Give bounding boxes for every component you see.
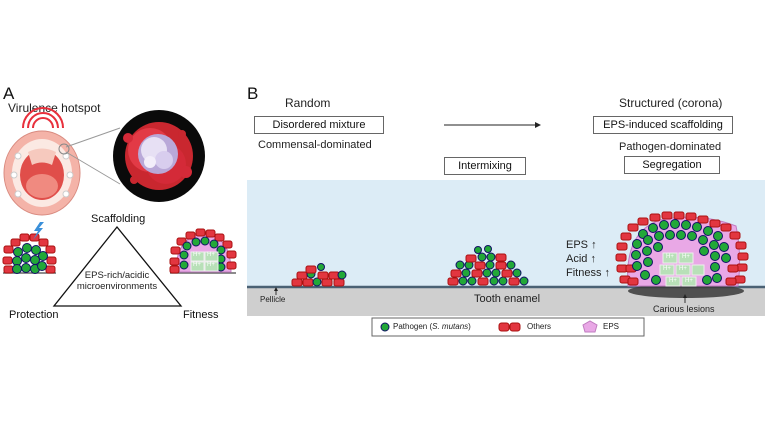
legend-pathogen-prefix: Pathogen ( xyxy=(393,322,433,331)
pellicle-arrow-icon xyxy=(274,287,278,291)
legend-pathogen-suffix: ) xyxy=(468,322,471,331)
panel-a-letter: A xyxy=(3,84,15,103)
microscopy-image xyxy=(113,110,205,202)
signal-waves-icon xyxy=(22,107,64,129)
legend-eps-label: EPS xyxy=(603,322,620,331)
random-heading: Random xyxy=(285,96,331,110)
corona-hplus-label-5: H+ xyxy=(669,278,677,284)
legend-pathogen-label: Pathogen (S. mutans) xyxy=(393,322,471,331)
triangle-center-line2: microenvironments xyxy=(76,281,158,292)
indicator-fitness: Fitness ↑ xyxy=(566,267,611,279)
tooth-enamel-label: Tooth enamel xyxy=(474,293,541,305)
commensal-dominated-label: Commensal-dominated xyxy=(258,139,372,151)
indicator-eps: EPS ↑ xyxy=(566,239,597,251)
zoom-line-bottom xyxy=(65,151,121,185)
triangle-label-fitness: Fitness xyxy=(183,309,219,321)
corona-hplus-label-3: H+ xyxy=(663,266,671,272)
colony-a-hplus-label-1: H+ xyxy=(193,252,201,258)
corona-hplus-label-2: H+ xyxy=(682,254,690,260)
triangle-diagram xyxy=(52,225,183,307)
structured-corona-heading: Structured (corona) xyxy=(619,96,723,110)
lightning-icon xyxy=(33,222,44,240)
zoom-line-top xyxy=(65,127,121,148)
legend-eps-swatch xyxy=(582,320,598,333)
fitness-colony-illustration xyxy=(169,228,237,274)
eps-induced-scaffolding-box: EPS-induced scaffolding xyxy=(593,116,733,134)
triangle-label-protection: Protection xyxy=(9,309,59,321)
intermixing-box: Intermixing xyxy=(444,157,526,175)
open-mouth-illustration xyxy=(3,130,81,216)
lesion-arrow-icon xyxy=(683,294,687,298)
colony-a-hplus-label-2: H+ xyxy=(207,252,215,258)
legend-pathogen-species: S. mutans xyxy=(432,322,469,331)
corona-colony xyxy=(615,211,749,287)
legend-others-swatch xyxy=(498,322,521,332)
colony-a-hplus-label-4: H+ xyxy=(207,262,215,268)
legend-others-label: Others xyxy=(527,322,552,331)
segregation-box: Segregation xyxy=(624,156,720,174)
protection-colony-illustration xyxy=(2,222,57,274)
carious-lesion-area xyxy=(628,284,744,298)
pellicle-label: Pellicle xyxy=(260,295,286,304)
legend-pathogen-swatch xyxy=(380,322,390,332)
triangle-center-line1: EPS-rich/acidic xyxy=(84,270,150,281)
corona-hplus-label-6: H+ xyxy=(685,278,693,284)
random-mix-colony xyxy=(291,263,347,287)
panel-b-letter: B xyxy=(247,84,259,103)
intermixing-colony xyxy=(447,245,529,286)
corona-hplus-label-4: H+ xyxy=(679,266,687,272)
triangle-label-scaffolding: Scaffolding xyxy=(91,213,146,225)
disordered-mixture-box: Disordered mixture xyxy=(254,116,384,134)
corona-hplus-label-1: H+ xyxy=(666,254,674,260)
carious-lesions-label: Carious lesions xyxy=(653,304,715,314)
colony-a-hplus-label-3: H+ xyxy=(193,262,201,268)
pathogen-dominated-label: Pathogen-dominated xyxy=(619,141,722,153)
indicator-acid: Acid ↑ xyxy=(566,253,596,265)
